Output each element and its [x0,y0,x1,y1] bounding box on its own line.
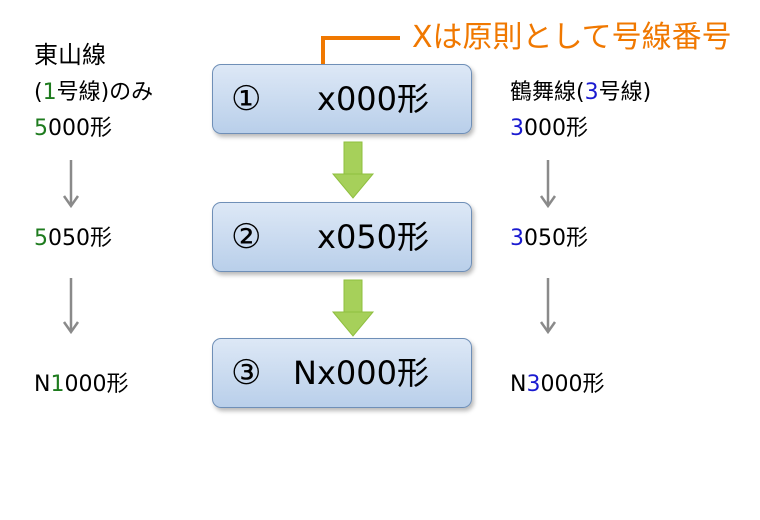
step-number-2: ② [231,217,262,257]
step-box-1: ① x000形 [212,64,472,134]
step-label-3: Nx000形 [293,354,429,392]
left-arrow-2 [62,278,80,335]
right-line-title: 鶴舞線(3号線) [510,80,652,105]
right-model-2: 3050形 [510,226,588,251]
left-model-1: 5000形 [34,116,112,141]
right-arrow-1 [539,160,557,209]
flow-arrow-2-to-3 [331,279,375,337]
step-label-1: x000形 [317,80,430,118]
step-number-1: ① [231,79,262,119]
step-box-2: ② x050形 [212,202,472,272]
step-label-2: x050形 [317,218,430,256]
step-number-3: ③ [231,353,262,393]
right-arrow-2 [539,278,557,335]
left-line-subtitle: (1号線)のみ [34,80,154,105]
numbering-note: Xは原則として号線番号 [412,20,732,55]
right-model-1: 3000形 [510,116,588,141]
left-arrow-1 [62,160,80,209]
left-model-3: N1000形 [34,372,129,397]
right-model-3: N3000形 [510,372,605,397]
left-model-2: 5050形 [34,226,112,251]
left-line-title: 東山線 [34,41,106,69]
flow-arrow-1-to-2 [331,141,375,199]
step-box-3: ③ Nx000形 [212,338,472,408]
